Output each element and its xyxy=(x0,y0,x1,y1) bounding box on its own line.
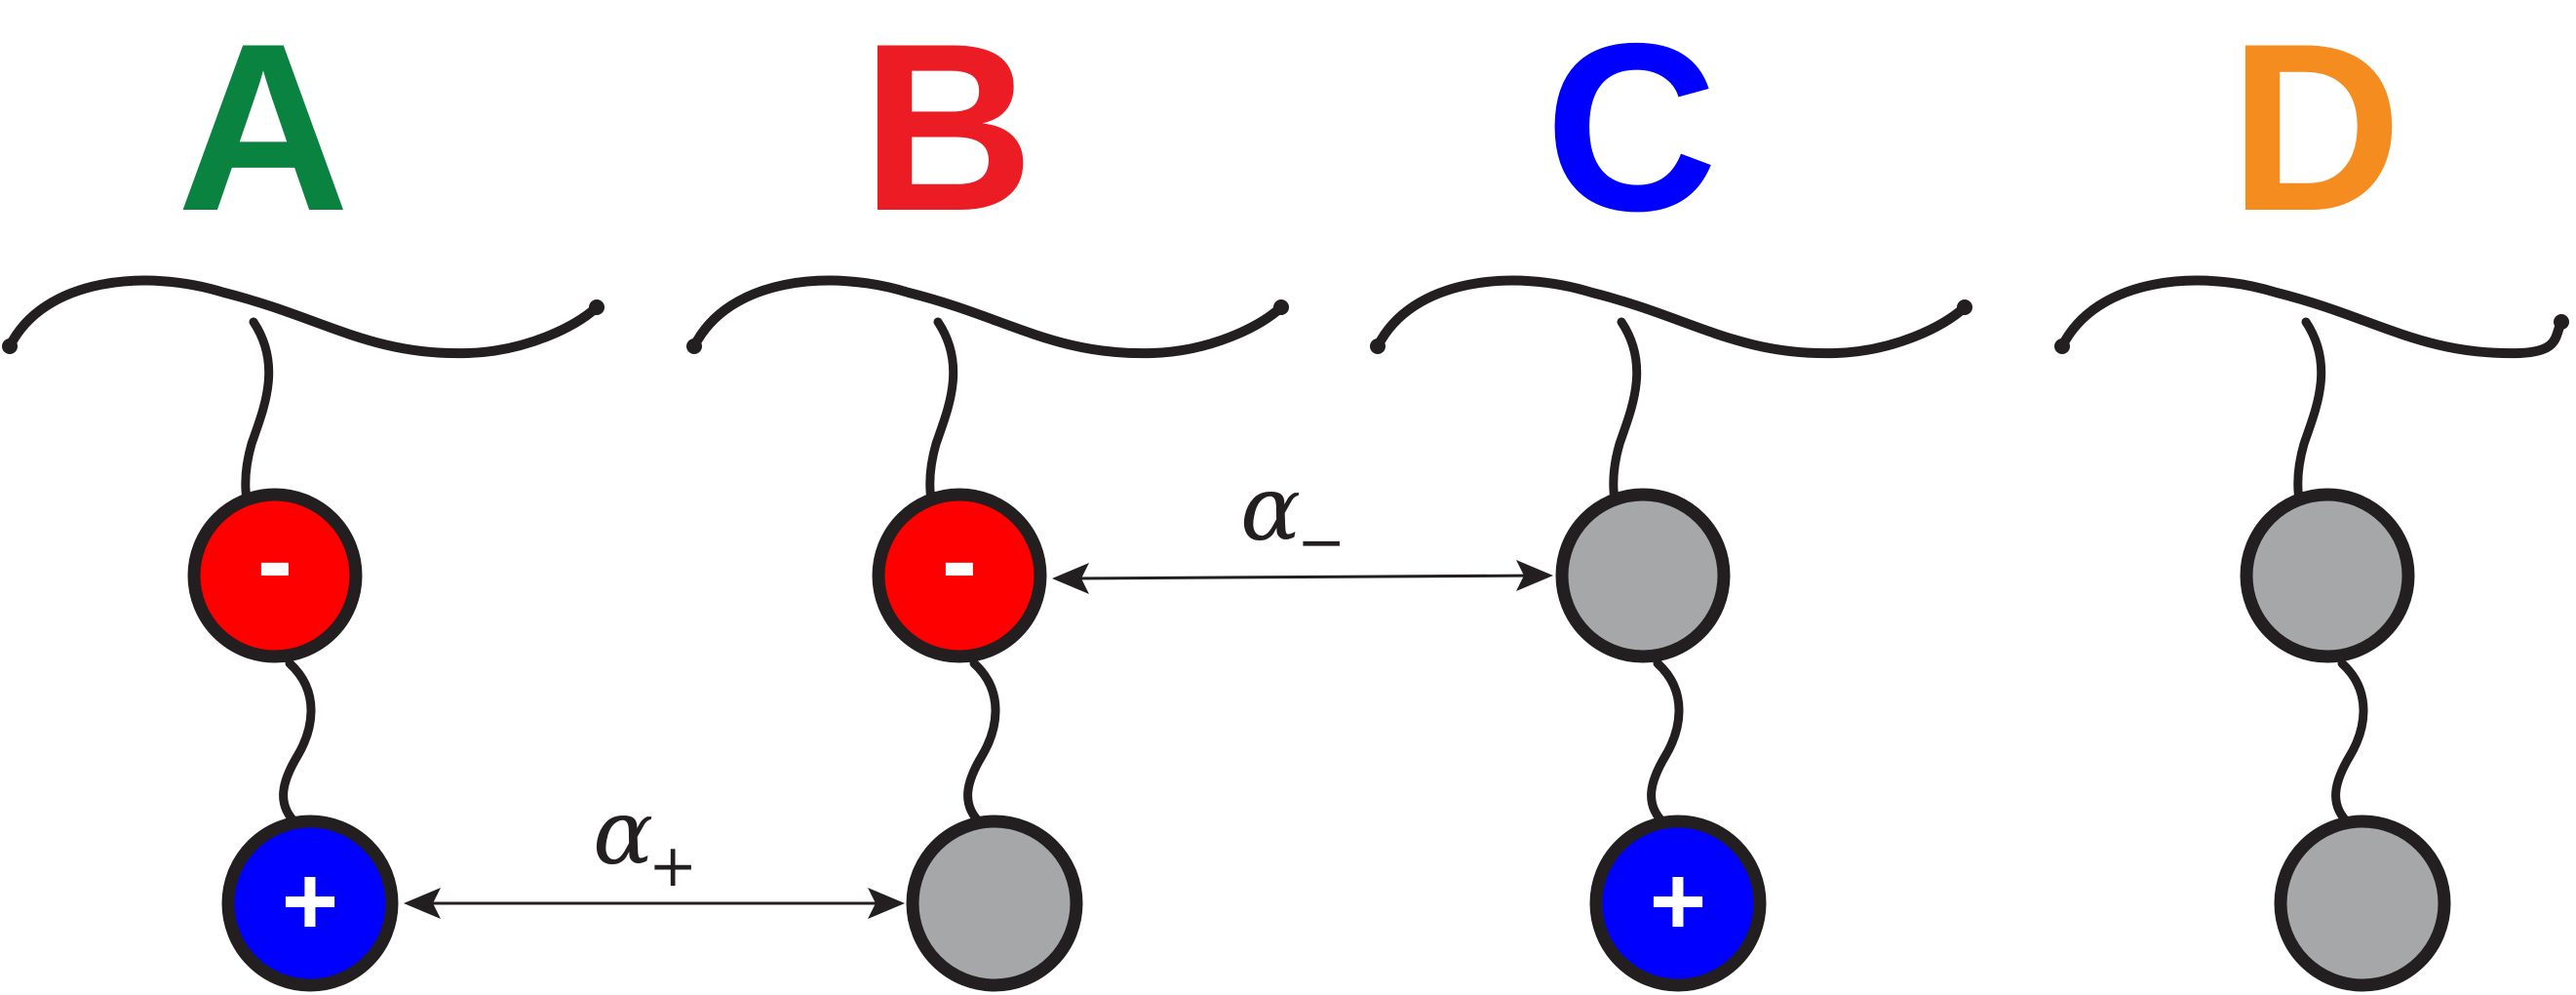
alpha-minus-subscript: − xyxy=(1297,508,1346,577)
bead-linker-c xyxy=(1647,658,1684,829)
interaction-alpha-minus: α − xyxy=(1052,457,1553,594)
interaction-alpha-plus: α + xyxy=(404,780,905,919)
alpha-plus-label: α xyxy=(593,780,653,885)
panel-c: C + xyxy=(1370,0,1972,992)
lower-bead-symbol-c: + xyxy=(1650,847,1706,956)
upper-bead-a xyxy=(187,488,363,663)
bead-linker-a xyxy=(279,658,316,829)
lower-bead-c xyxy=(1589,815,1767,992)
upper-bead-d xyxy=(2240,488,2415,663)
backbone-strand-c xyxy=(1370,275,1972,359)
panel-label-c: C xyxy=(1545,0,1718,260)
arrow-head-left-alpha-plus xyxy=(404,888,441,919)
backbone-strand-a xyxy=(2,275,605,359)
bead-linker-b xyxy=(963,658,1000,829)
backbone-strand-b xyxy=(686,275,1289,359)
panel-b: B - xyxy=(686,0,1289,992)
arrow-head-right-alpha-plus xyxy=(868,888,905,919)
arrow-head-right-alpha-minus xyxy=(1516,560,1553,591)
lower-bead-d xyxy=(2274,815,2451,992)
upper-bead-symbol-b: - xyxy=(942,500,978,620)
upper-bead-symbol-a: - xyxy=(257,500,293,620)
upper-bead-c xyxy=(1555,488,1731,663)
lower-bead-b xyxy=(906,815,1083,992)
lower-bead-symbol-a: + xyxy=(282,847,338,956)
arrow-head-left-alpha-minus xyxy=(1052,563,1089,594)
backbone-strand-d xyxy=(2054,275,2569,359)
lower-bead-a xyxy=(221,815,399,992)
panel-a: A - + xyxy=(2,0,605,992)
bead-linker-d xyxy=(2331,658,2368,829)
panel-label-b: B xyxy=(862,0,1034,260)
panel-label-a: A xyxy=(177,0,350,260)
arrow-line-alpha-minus xyxy=(1067,574,1537,580)
upper-bead-b xyxy=(872,488,1047,663)
panel-d: D xyxy=(2054,0,2569,992)
alpha-minus-label: α xyxy=(1240,457,1301,561)
alpha-plus-subscript: + xyxy=(648,832,697,900)
panel-label-d: D xyxy=(2230,0,2402,260)
